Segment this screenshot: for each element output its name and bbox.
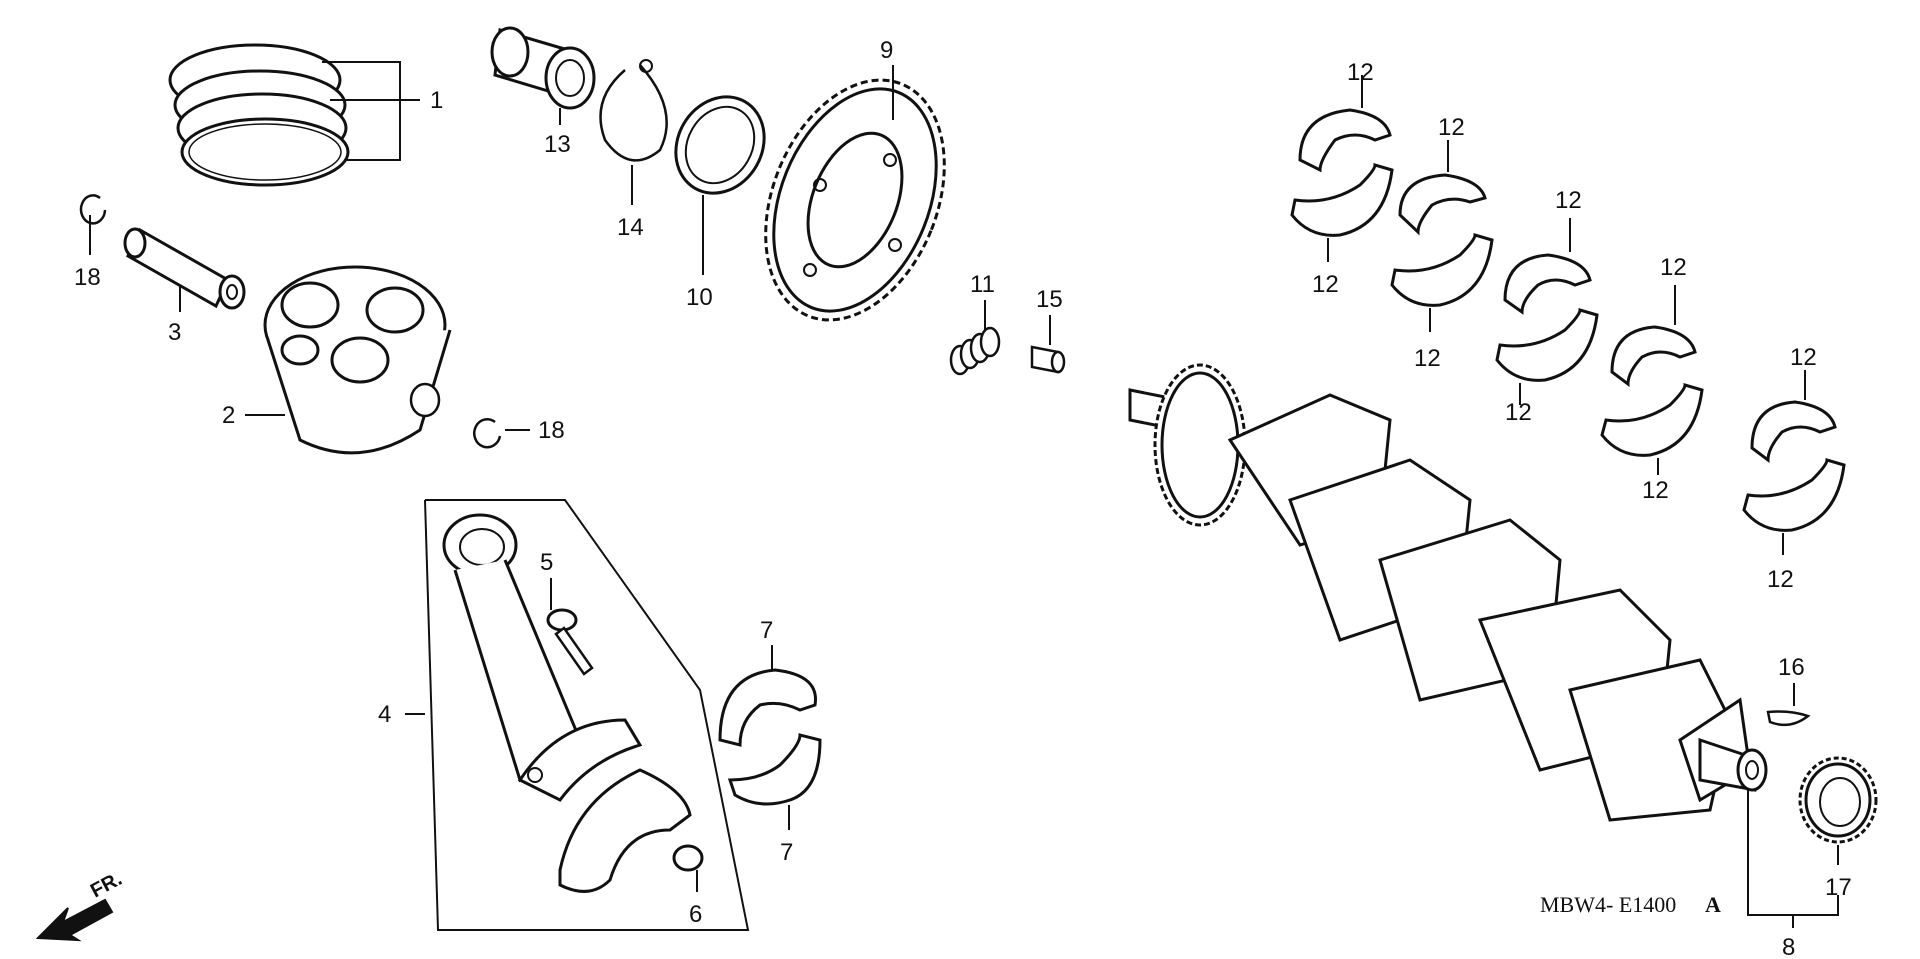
woodruff-key xyxy=(1766,710,1811,727)
pin-clip-left xyxy=(79,194,107,225)
callout-12h: 12 xyxy=(1642,477,1669,504)
washer xyxy=(674,95,766,195)
callout-7a: 7 xyxy=(760,617,773,644)
rod-bolt xyxy=(546,608,594,676)
callout-6: 6 xyxy=(689,901,702,928)
spring xyxy=(949,326,1001,376)
callout-12g: 12 xyxy=(1660,254,1687,281)
callout-16: 16 xyxy=(1778,654,1805,681)
rod-assembly-outline xyxy=(424,499,750,931)
main-bearing-pair-3 xyxy=(1495,253,1599,382)
piston-rings xyxy=(168,43,350,187)
needle-bearing xyxy=(490,26,596,110)
drawing-code: MBW4- E1400 xyxy=(1540,892,1676,917)
piston-pin xyxy=(123,227,246,310)
main-bearing-pair-2 xyxy=(1390,173,1494,307)
main-bearing-pair-4 xyxy=(1600,325,1704,457)
callout-18b: 18 xyxy=(538,417,565,444)
callout-13: 13 xyxy=(544,131,571,158)
front-label: FR. xyxy=(87,868,126,903)
callout-10: 10 xyxy=(686,284,713,311)
front-arrow-icon xyxy=(35,898,114,942)
main-bearing-pair-5 xyxy=(1742,400,1846,532)
main-bearing-pair-1 xyxy=(1290,108,1394,237)
callout-1: 1 xyxy=(430,87,443,114)
callout-15: 15 xyxy=(1036,286,1063,313)
callout-17: 17 xyxy=(1825,874,1852,901)
callout-4: 4 xyxy=(378,701,391,728)
dowel-pin xyxy=(1030,345,1066,374)
callout-12d: 12 xyxy=(1414,345,1441,372)
rod-cap xyxy=(558,768,692,893)
callout-8: 8 xyxy=(1782,934,1795,959)
end-bearing xyxy=(1798,756,1878,844)
callout-3: 3 xyxy=(168,319,181,346)
callout-12f: 12 xyxy=(1505,399,1532,426)
pin-clip-right xyxy=(473,418,502,449)
piston xyxy=(263,265,452,455)
callout-12j: 12 xyxy=(1767,566,1794,593)
callout-12a: 12 xyxy=(1347,59,1374,86)
callout-9: 9 xyxy=(880,37,893,64)
callout-12e: 12 xyxy=(1555,187,1582,214)
callout-12c: 12 xyxy=(1438,114,1465,141)
rod-bearing-upper xyxy=(718,668,817,747)
circlip xyxy=(599,64,668,162)
callout-12b: 12 xyxy=(1312,271,1339,298)
rod-bearing-lower xyxy=(727,733,822,806)
callout-14: 14 xyxy=(617,214,644,241)
callout-7b: 7 xyxy=(780,839,793,866)
callout-2: 2 xyxy=(222,402,235,429)
connecting-rod xyxy=(442,513,643,802)
crankshaft xyxy=(1128,363,1768,822)
callout-5: 5 xyxy=(540,549,553,576)
callout-18a: 18 xyxy=(74,264,101,291)
sprocket-gear xyxy=(764,78,946,322)
drawing-code-suffix: A xyxy=(1705,892,1721,917)
callout-11: 11 xyxy=(970,271,995,298)
callout-12i: 12 xyxy=(1790,344,1817,371)
rod-nut xyxy=(672,844,704,872)
front-indicator: FR. xyxy=(35,868,126,942)
